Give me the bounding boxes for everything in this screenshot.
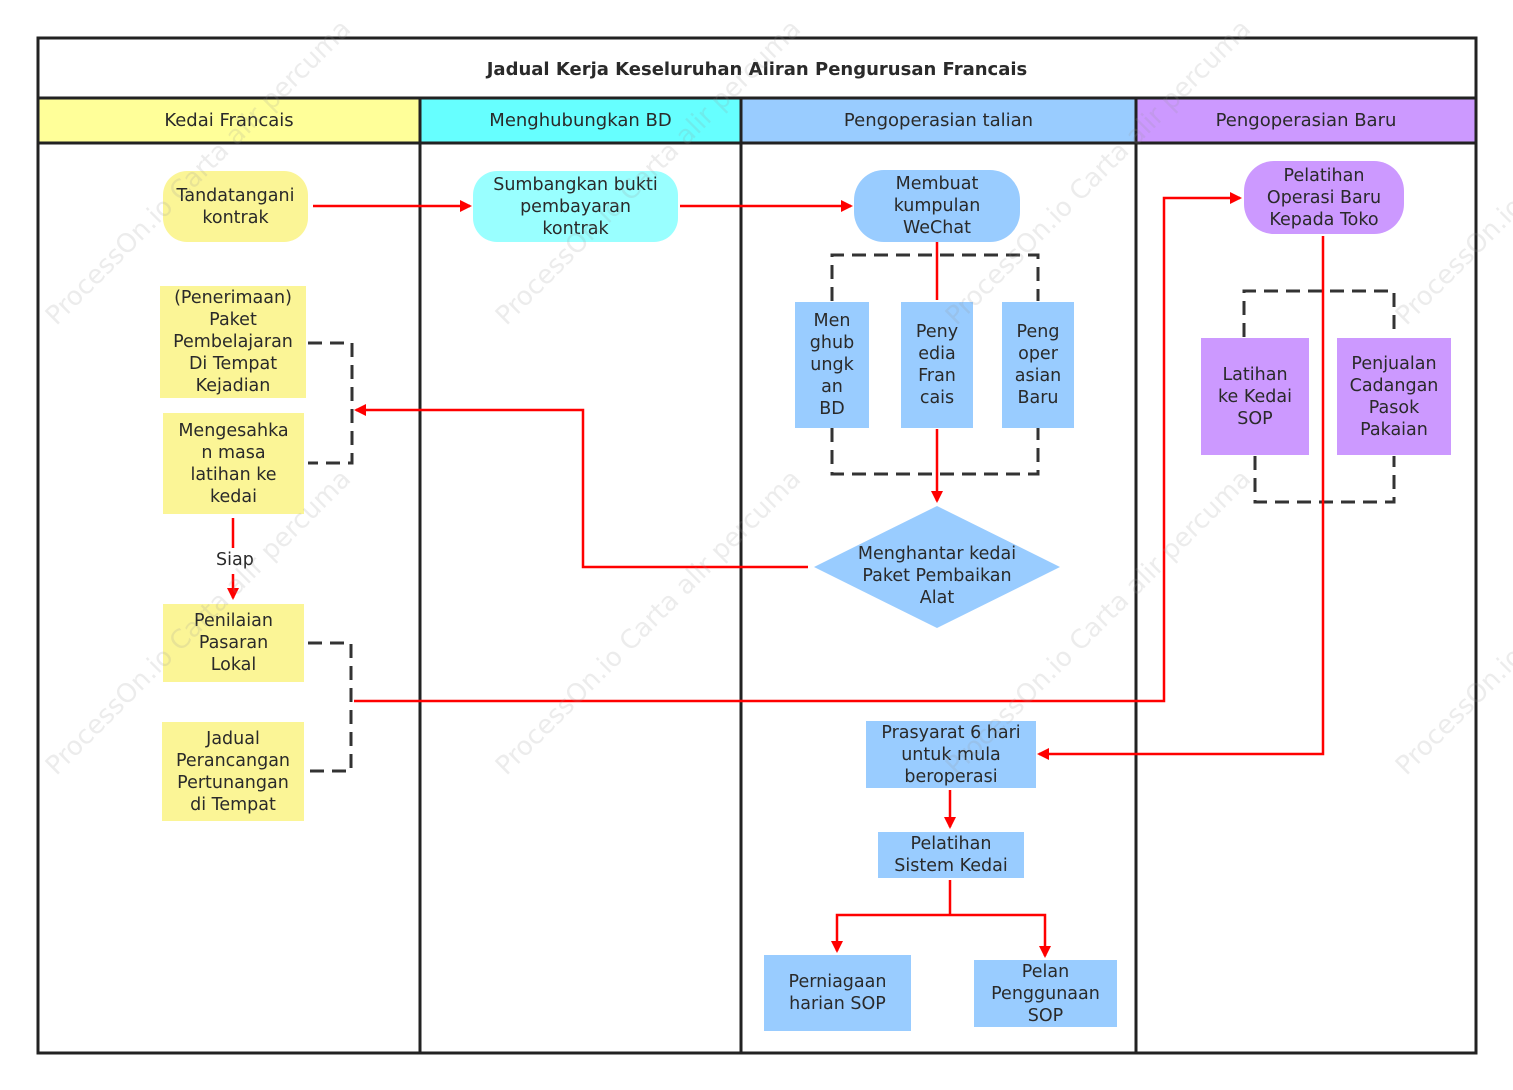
node-menghubungkan-bd[interactable]: Men ghub ungk an BD	[795, 302, 869, 428]
node-pelatihan-sistem-kedai[interactable]: Pelatihan Sistem Kedai	[878, 832, 1024, 878]
dashed-bracket-kedai-top	[308, 341, 354, 465]
arrow-menghantar-to-kedai	[354, 404, 808, 569]
dashed-group-baru-bottom	[1253, 456, 1396, 504]
lane-header-kedai-francais: Kedai Francais	[164, 110, 294, 131]
lane-header-bg-bd	[420, 98, 741, 143]
decision-diamond[interactable]	[814, 506, 1060, 628]
node-penerimaan-paket[interactable]: (Penerimaan) Paket Pembelajaran Di Tempa…	[160, 286, 306, 398]
swimlane-frame	[36, 36, 1478, 1055]
lane-header-bg-baru	[1136, 98, 1476, 143]
node-pengoperasian-baru[interactable]: Peng oper asian Baru	[1002, 302, 1074, 428]
dashed-group-baru-top	[1242, 289, 1396, 337]
edge-label-siap: Siap	[214, 549, 256, 571]
arrow-pelatihan-operasi-to-prasyarat	[1037, 236, 1325, 760]
node-membuat-kumpulan[interactable]: Membuat kumpulan WeChat	[854, 170, 1020, 242]
node-pelan-penggunaan-sop[interactable]: Pelan Penggunaan SOP	[974, 960, 1117, 1027]
lane-header-pengoperasian-talian: Pengoperasian talian	[843, 110, 1034, 131]
arrow-to-perniagaan	[831, 913, 950, 953]
lane-header-bg-kedai	[38, 98, 420, 143]
dashed-group-talian-top	[830, 253, 1040, 301]
node-mengesahkan-masa[interactable]: Mengesahka n masa latihan ke kedai	[163, 413, 304, 514]
node-prasyarat-6-hari[interactable]: Prasyarat 6 hari untuk mula beroperasi	[866, 721, 1036, 788]
lane-header-pengoperasian-baru: Pengoperasian Baru	[1215, 110, 1397, 131]
node-latihan-kedai-sop[interactable]: Latihan ke Kedai SOP	[1201, 338, 1309, 455]
node-tandatangani-kontrak[interactable]: Tandatangani kontrak	[163, 171, 308, 242]
dashed-bracket-kedai-bottom	[308, 641, 353, 773]
node-penyedia-francais[interactable]: Peny edia Fran cais	[901, 302, 973, 428]
lane-header-bg-talian	[741, 98, 1136, 143]
dashed-group-talian-bottom	[830, 428, 1040, 476]
arrow-to-pelan	[950, 913, 1051, 958]
lane-header-menghubungkan-bd: Menghubungkan BD	[489, 110, 672, 131]
node-sumbangkan-bukti[interactable]: Sumbangkan bukti pembayaran kontrak	[473, 171, 678, 242]
node-pelatihan-operasi-baru[interactable]: Pelatihan Operasi Baru Kepada Toko	[1244, 161, 1404, 234]
node-perniagaan-harian-sop[interactable]: Perniagaan harian SOP	[764, 955, 911, 1031]
diagram-title: Jadual Kerja Keseluruhan Aliran Pengurus…	[486, 58, 1028, 80]
node-jadual-perancangan[interactable]: Jadual Perancangan Pertunangan di Tempat	[162, 722, 304, 821]
node-penjualan-cadangan[interactable]: Penjualan Cadangan Pasok Pakaian	[1337, 338, 1451, 455]
node-penilaian-pasaran[interactable]: Penilaian Pasaran Lokal	[163, 604, 304, 682]
arrow-kedai-to-pelatihan-operasi	[354, 192, 1242, 703]
node-menghantar-kedai: Menghantar kedai Paket Pembaikan Alat	[857, 544, 1017, 608]
